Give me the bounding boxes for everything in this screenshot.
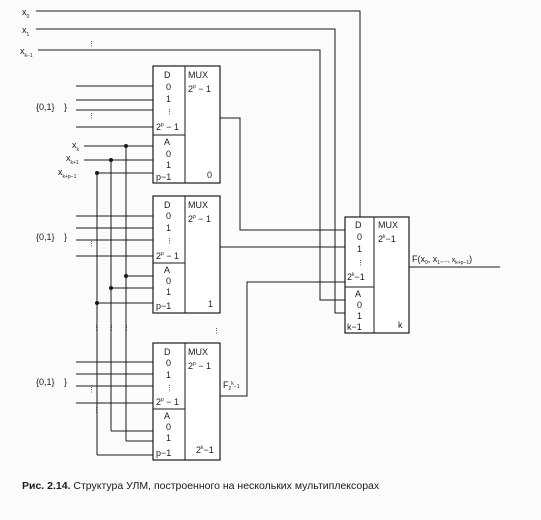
svg-text:2k−1: 2k−1 [347, 272, 365, 282]
const-dots-1: ⋮ [88, 113, 95, 120]
svg-text:D: D [164, 347, 171, 357]
svg-text:⋮: ⋮ [166, 109, 173, 116]
svg-text:⋮: ⋮ [123, 325, 130, 332]
svg-text:MUX: MUX [188, 347, 208, 357]
const-group-3: {0,1} } ⋮ [36, 361, 153, 404]
svg-text:1: 1 [166, 287, 171, 297]
svg-text:⋮: ⋮ [166, 238, 173, 245]
top-dots: ⋮ [88, 41, 95, 48]
svg-text:p−1: p−1 [156, 448, 171, 458]
svg-text:MUX: MUX [188, 200, 208, 210]
mux-last: D 0 1 ⋮ 2p − 1 A 0 1 p−1 MUX 2p − 1 2k−1 [152, 342, 221, 461]
svg-text:p−1: p−1 [156, 172, 171, 182]
svg-text:0: 0 [166, 82, 171, 92]
const-dots-3: ⋮ [88, 387, 95, 394]
caption-text: Структура УЛМ, построенного на нескольки… [70, 480, 380, 492]
svg-text:D: D [164, 200, 171, 210]
svg-text:0: 0 [357, 300, 362, 310]
svg-text:2p − 1: 2p − 1 [156, 397, 179, 407]
svg-text:A: A [355, 289, 361, 299]
mux-1: D 0 1 ⋮ 2p − 1 A 0 1 p−1 MUX 2p − 1 1 [152, 195, 221, 314]
svg-text:1: 1 [166, 370, 171, 380]
f-main-label: F(x0, x1,..., xk+p−1) [412, 254, 472, 266]
svg-text:2p − 1: 2p − 1 [156, 122, 179, 132]
input-xk-label: xk [72, 140, 80, 153]
mux-last-index: 2k−1 [196, 445, 214, 455]
svg-text:0: 0 [166, 422, 171, 432]
mux-0: D 0 1 ⋮ 2p − 1 A 0 1 p−1 MUX 2p − 1 0 [152, 65, 221, 184]
svg-text:0: 0 [166, 358, 171, 368]
svg-text:⋮: ⋮ [213, 328, 220, 335]
line-x1 [36, 28, 345, 314]
mux-outputs: F2k−1 [220, 117, 345, 397]
const-label-3: {0,1} [36, 377, 55, 387]
svg-text:A: A [164, 265, 170, 275]
svg-text:⋮: ⋮ [166, 385, 173, 392]
input-xlast-label: xk+p−1 [58, 167, 77, 180]
const-label-2: {0,1} [36, 232, 55, 242]
line-xk1 [38, 49, 345, 301]
mux-final: D 0 1 ⋮ 2k−1 A 0 1 k−1 MUX 2k−1 k [344, 216, 410, 334]
svg-text:2p − 1: 2p − 1 [188, 214, 211, 224]
svg-text:}: } [64, 232, 67, 242]
const-label-1: {0,1} [36, 102, 55, 112]
svg-text:0: 0 [166, 149, 171, 159]
svg-text:2k−1: 2k−1 [378, 234, 396, 244]
svg-text:A: A [164, 411, 170, 421]
svg-text:p−1: p−1 [156, 301, 171, 311]
input-xk1p-label: xk+1 [66, 153, 79, 166]
f-last-label: F2k−1 [223, 380, 240, 392]
input-x0-label: x0 [22, 7, 30, 20]
const-dots-2: ⋮ [88, 241, 95, 248]
input-xk1-label: xk−1 [20, 46, 33, 59]
mux-1-index: 1 [208, 299, 213, 309]
address-inputs: xk xk+1 xk+p−1 ⋮ ⋮ ⋮ ⋮ [58, 140, 153, 456]
caption-label: Рис. 2.14. [22, 480, 71, 492]
svg-text:⋮: ⋮ [93, 407, 100, 414]
svg-text:1: 1 [166, 160, 171, 170]
svg-text:1: 1 [357, 244, 362, 254]
svg-text:2p − 1: 2p − 1 [188, 361, 211, 371]
svg-text:2p − 1: 2p − 1 [156, 251, 179, 261]
svg-text:MUX: MUX [378, 220, 398, 230]
svg-text:⋮: ⋮ [357, 260, 364, 267]
svg-text:0: 0 [166, 211, 171, 221]
svg-text:MUX: MUX [188, 70, 208, 80]
figure-caption: Рис. 2.14. Структура УЛМ, построенного н… [22, 480, 379, 492]
svg-text:1: 1 [166, 94, 171, 104]
svg-text:D: D [355, 220, 362, 230]
mux-final-index: k [398, 320, 403, 330]
svg-text:1: 1 [166, 223, 171, 233]
svg-text:⋮: ⋮ [93, 325, 100, 332]
input-x1-label: x1 [22, 25, 30, 38]
svg-text:0: 0 [357, 232, 362, 242]
svg-text:D: D [164, 70, 171, 80]
const-group-2: {0,1} } ⋮ [36, 215, 153, 257]
svg-text:2p − 1: 2p − 1 [188, 84, 211, 94]
svg-text:1: 1 [166, 433, 171, 443]
svg-text:A: A [164, 137, 170, 147]
const-group-1: {0,1} } ⋮ [36, 85, 153, 128]
svg-text:}: } [64, 102, 67, 112]
svg-text:0: 0 [166, 276, 171, 286]
svg-text:k−1: k−1 [347, 322, 362, 332]
svg-text:}: } [64, 377, 67, 387]
svg-text:⋮: ⋮ [108, 325, 115, 332]
mux-0-index: 0 [207, 170, 212, 180]
svg-text:1: 1 [357, 311, 362, 321]
